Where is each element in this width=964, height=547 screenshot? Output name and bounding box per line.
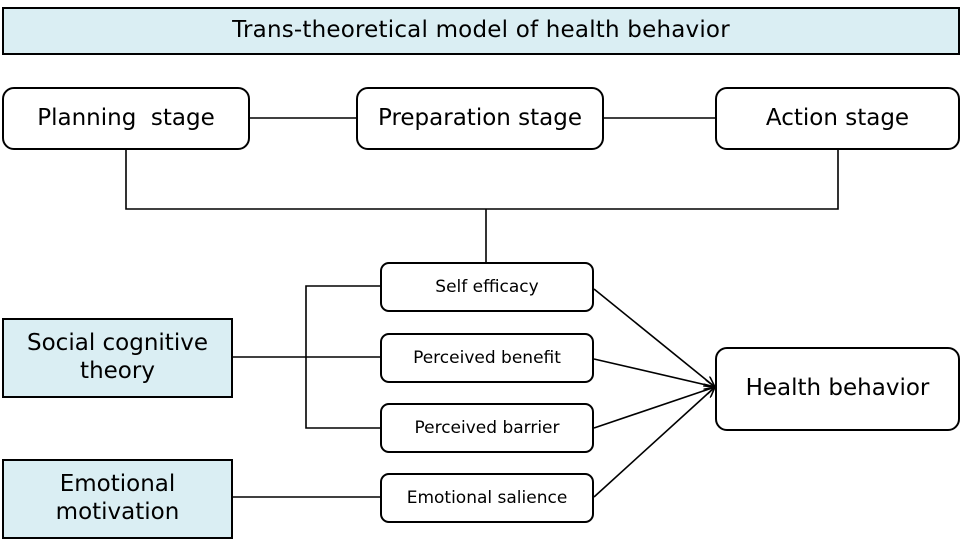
arrow-self-efficacy	[593, 288, 715, 387]
factor-emotional-salience: Emotional salience	[380, 473, 594, 523]
factor-perceived-barrier: Perceived barrier	[380, 403, 594, 453]
diagram-title: Trans-theoretical model of health behavi…	[2, 7, 960, 55]
theory-emotional-motivation: Emotional motivation	[2, 459, 233, 539]
connector-social-cognitive-bracket	[305, 285, 380, 429]
outcome-health-behavior: Health behavior	[715, 347, 960, 431]
factor-perceived-benefit: Perceived benefit	[380, 333, 594, 383]
arrow-emotional-salience	[593, 387, 715, 498]
arrow-perceived-benefit	[593, 358, 715, 387]
theory-social-cognitive: Social cognitive theory	[2, 318, 233, 398]
connector-stages-bracket	[125, 150, 839, 210]
stage-planning: Planning stage	[2, 87, 250, 150]
arrow-perceived-barrier	[593, 387, 715, 429]
stage-action: Action stage	[715, 87, 960, 150]
stage-preparation: Preparation stage	[356, 87, 604, 150]
factor-self-efficacy: Self efficacy	[380, 262, 594, 312]
